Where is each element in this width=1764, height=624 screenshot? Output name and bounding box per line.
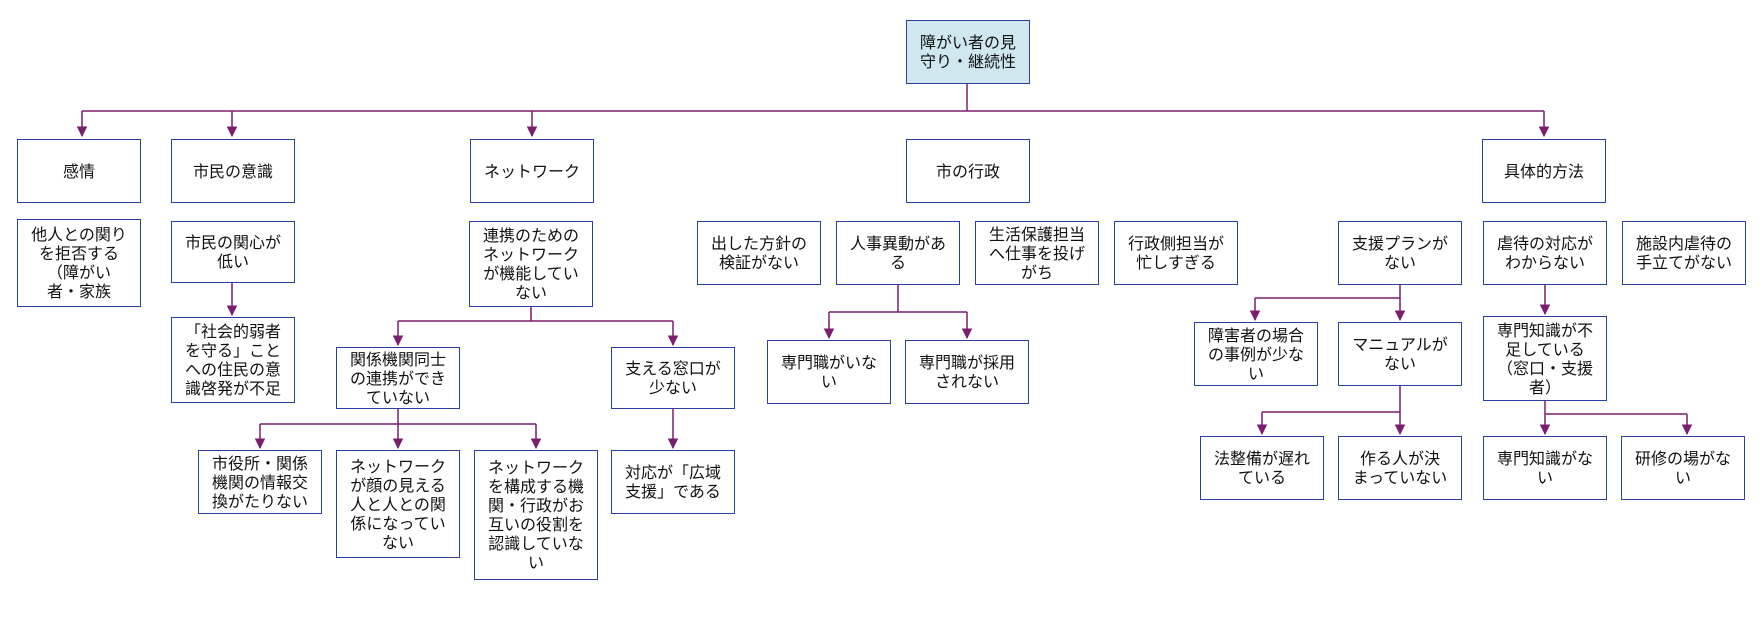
node-enlightenment: 「社会的弱者 を守る」こと への住民の意 識啓発が不足 [171,317,295,403]
node-agency-cooperation: 関係機関同士 の連携ができ ていない [336,347,460,409]
node-personnel-transfer: 人事異動があ る [836,221,960,285]
node-info-exchange: 市役所・関係 機関の情報交 換がたりない [198,450,322,514]
root-node: 障がい者の見 守り・継続性 [906,20,1030,84]
node-facility-abuse: 施設内虐待の 手立てがない [1622,221,1746,285]
node-welfare-staff: 生活保護担当 へ仕事を投げ がち [975,221,1099,285]
node-no-support-plan: 支援プランが ない [1338,221,1462,285]
node-few-windows: 支える窓口が 少ない [611,347,735,409]
node-no-manual: マニュアルが ない [1338,322,1462,386]
category-emotion: 感情 [17,139,141,203]
node-no-knowledge: 専門知識がな い [1483,436,1607,500]
node-no-author: 作る人が決 まっていない [1338,436,1462,500]
node-no-training: 研修の場がな い [1621,436,1745,500]
node-no-specialist: 専門職がいな い [767,340,891,404]
node-lack-knowledge: 専門知識が不 足している （窓口・支援 者） [1483,316,1607,401]
category-method: 具体的方法 [1482,139,1606,203]
node-wide-area-support: 対応が「広域 支援」である [611,450,735,514]
node-policy-verification: 出した方針の 検証がない [697,221,821,285]
node-admin-busy: 行政側担当が 忙しすぎる [1114,221,1238,285]
node-low-interest: 市民の関心が 低い [171,221,295,283]
node-network-not-functioning: 連携のための ネットワーク が機能してい ない [469,221,593,307]
node-law-delay: 法整備が遅れ ている [1200,436,1324,500]
node-specialist-not-hired: 専門職が採用 されない [905,340,1029,404]
node-refuse-relations: 他人との関り を拒否する （障がい 者・家族 [17,219,141,307]
category-administration: 市の行政 [906,139,1030,203]
node-abuse-response: 虐待の対応が わからない [1483,221,1607,285]
category-network: ネットワーク [470,139,594,203]
node-face-relations: ネットワーク が顔の見える 人と人との関 係になってい ない [336,450,460,558]
node-few-cases: 障害者の場合 の事例が少な い [1194,322,1318,386]
category-awareness: 市民の意識 [171,139,295,203]
node-roles: ネットワーク を構成する機 関・行政がお 互いの役割を 認識していな い [474,450,598,580]
